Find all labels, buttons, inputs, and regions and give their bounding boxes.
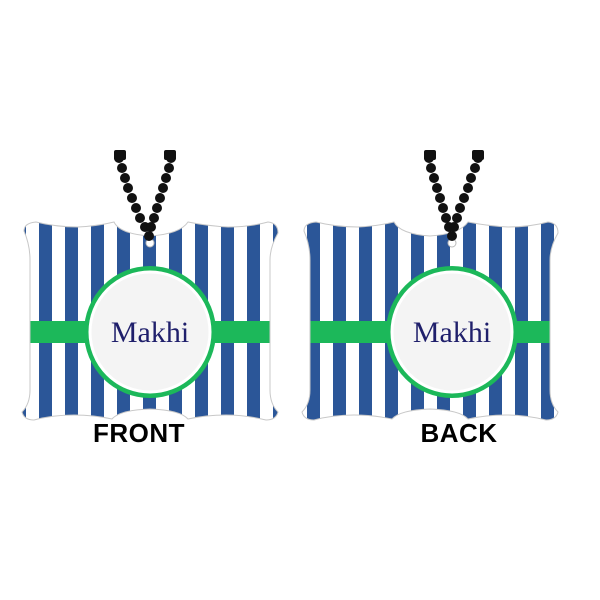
ornament-front-outline bbox=[21, 221, 279, 421]
name-circle bbox=[390, 270, 514, 394]
name-text: Makhi bbox=[111, 316, 189, 349]
ball-chain bbox=[424, 150, 484, 241]
front-label: FRONT bbox=[92, 418, 186, 448]
back-label: BACK bbox=[420, 418, 498, 448]
name-circle bbox=[88, 270, 212, 394]
ornament-back-outline bbox=[301, 221, 559, 421]
ornament-front: Makhi bbox=[21, 150, 279, 421]
name-text: Makhi bbox=[413, 316, 491, 349]
ornament-back: Makhi bbox=[301, 150, 559, 421]
ball-chain bbox=[114, 150, 176, 241]
